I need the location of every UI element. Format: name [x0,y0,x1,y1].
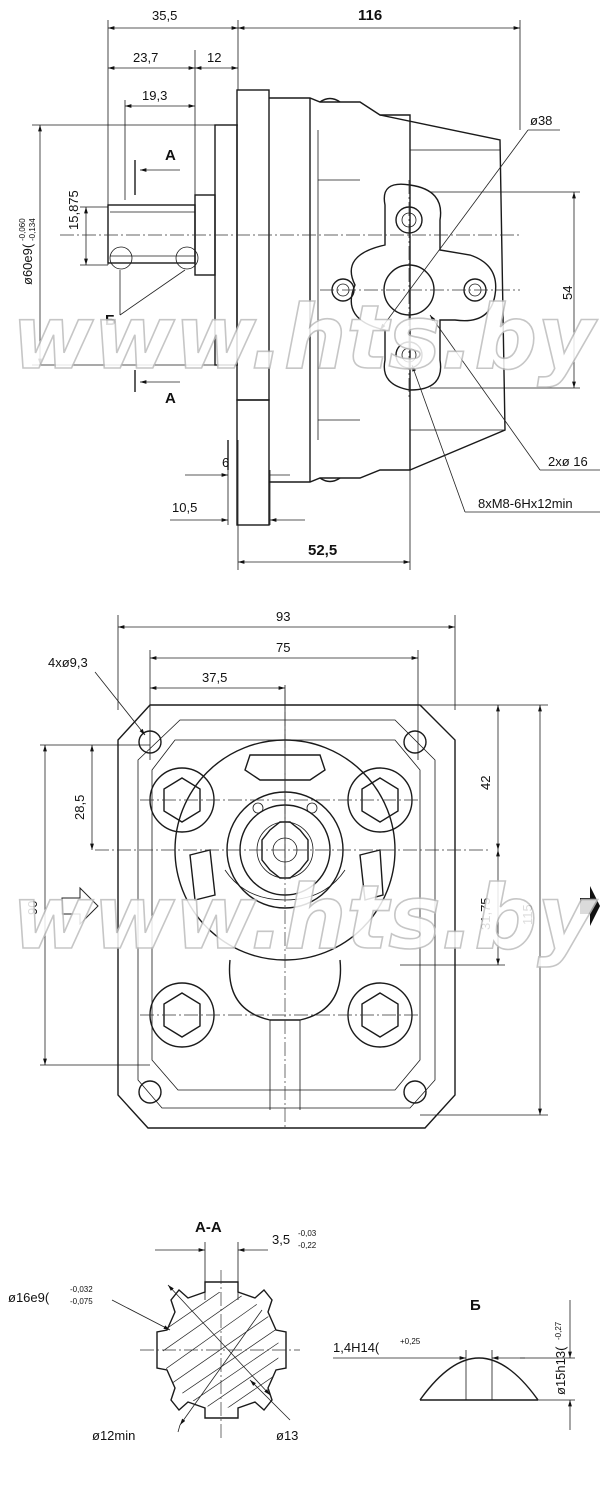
dim-1-4: 1,4H14( [333,1340,380,1355]
dim-shaft-tol-lower: -0,134 [28,218,37,241]
dim-38: ø38 [530,113,552,128]
dim-23-7: 23,7 [133,50,158,65]
dim-shaft-tol-upper: -0,060 [18,218,27,241]
section-aa-title: A-A [195,1219,222,1236]
dim-16e9: ø16e9( [8,1290,50,1305]
note-2x16: 2xø 16 [548,454,588,469]
dim-13: ø13 [276,1428,298,1443]
top-view: 35,5 116 23,7 12 19,3 15,875 ø60e9( -0,0… [18,7,600,570]
dim-19-3: 19,3 [142,88,167,103]
dim-10-5: 10,5 [172,500,197,515]
note-8xm8: 8xM8-6Hx12min [478,496,573,511]
dim-37-5: 37,5 [202,670,227,685]
dim-15-875: 15,875 [66,190,81,230]
detail-b-title: Б [470,1297,481,1314]
dim-90: 90 [25,901,40,915]
dim-31-75: 31,75 [478,897,493,930]
dim-116: 116 [358,7,382,24]
dim-15h13-tol: -0,27 [554,1321,563,1340]
dim-54: 54 [560,286,575,300]
dim-12: 12 [207,50,221,65]
dim-115: 115 [520,904,535,925]
dim-12min: ø12min [92,1428,135,1443]
dim-6: 6 [222,455,229,470]
dim-15h13: ø15h13( [553,1346,568,1395]
section-a-label-top: A [165,147,176,164]
dim-16e9-lower: -0,075 [70,1297,93,1306]
detail-b: Б 1,4H14( +0,25 ø15h13( -0,27 [333,1297,575,1430]
watermark-middle: www.hts.by [12,866,598,969]
dim-35-5: 35,5 [152,8,177,23]
dim-1-4-tol: +0,25 [400,1337,421,1346]
section-aa: A-A 3,5 -0,03 -0,22 ø16e9 [8,1219,317,1443]
section-a-label-bottom: A [165,390,176,407]
dim-28-5: 28,5 [72,795,87,820]
dim-93: 93 [276,609,290,624]
front-view: 93 75 37,5 4xø9,3 28,5 42 31,75 90 115 [25,609,600,1130]
dim-shaft-dia: ø60e9( [20,243,35,285]
dim-3-5-upper: -0,03 [298,1229,317,1238]
dim-42: 42 [478,776,493,790]
note-4x9-3: 4xø9,3 [48,655,88,670]
detail-b-label: Б [105,312,116,329]
dim-3-5: 3,5 [272,1232,290,1247]
dim-75: 75 [276,640,290,655]
watermark-top: www.hts.by [12,286,598,389]
dim-16e9-upper: -0,032 [70,1285,93,1294]
dim-52-5: 52,5 [308,542,337,559]
dim-3-5-lower: -0,22 [298,1241,317,1250]
